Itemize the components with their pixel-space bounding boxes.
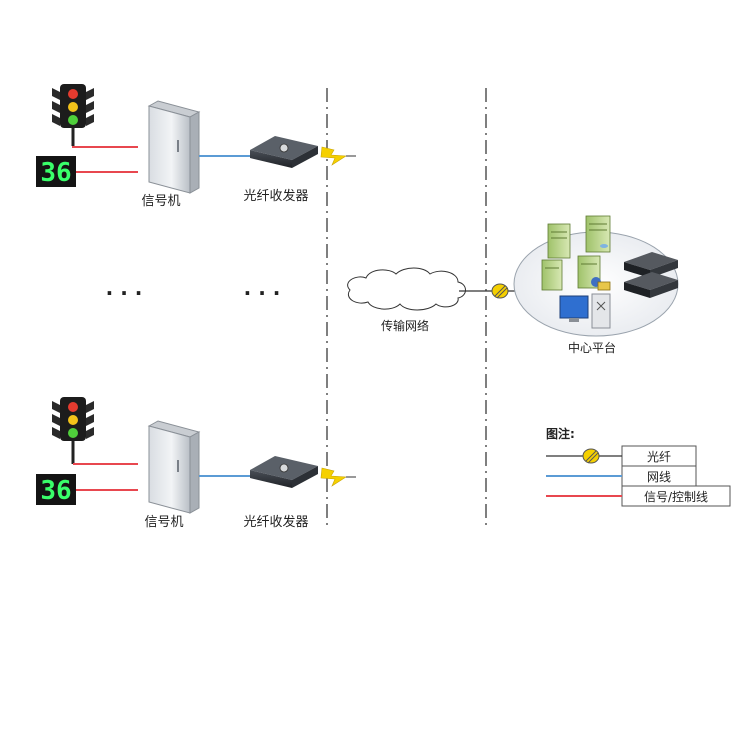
site-top: 36 信号机 光纤收发器 — [36, 84, 356, 209]
network-label: 传输网络 — [381, 318, 429, 333]
signal-line — [72, 146, 138, 148]
countdown-digits: 36 — [40, 476, 71, 506]
transceiver-label: 光纤收发器 — [243, 514, 308, 530]
countdown-digits: 36 — [40, 158, 71, 188]
server-icon — [541, 259, 563, 291]
countdown-display-icon: 36 — [36, 156, 76, 188]
legend-item-signal: 信号/控制线 — [644, 490, 708, 504]
traffic-light-icon — [52, 397, 94, 464]
legend-title: 图注: — [546, 426, 575, 441]
server-icon — [577, 255, 601, 289]
ellipsis-right: · · · — [244, 281, 281, 305]
fiber-transceiver-icon — [250, 456, 318, 488]
legend-item-network: 网线 — [647, 470, 671, 484]
lightning-icon — [320, 146, 347, 166]
workstation-icon — [559, 281, 611, 329]
ellipsis-left: · · · — [106, 281, 143, 305]
network-cloud-icon — [347, 267, 466, 311]
center-label: 中心平台 — [568, 340, 616, 355]
fiber-connector-icon — [491, 283, 509, 299]
server-icon — [585, 215, 611, 253]
signal-cabinet-icon — [147, 100, 201, 194]
legend-item-fiber: 光纤 — [647, 450, 671, 464]
traffic-light-icon — [52, 84, 94, 146]
signal-cabinet-icon — [147, 420, 201, 514]
fiber-connector-icon — [582, 448, 600, 464]
lightning-icon — [320, 467, 347, 487]
server-icon — [547, 223, 571, 259]
fiber-transceiver-icon — [250, 136, 318, 168]
countdown-display-icon: 36 — [36, 474, 76, 506]
transceiver-label: 光纤收发器 — [243, 188, 308, 204]
legend: 图注: 光纤 网线 信号/控制线 — [546, 426, 731, 507]
signal-machine-label: 信号机 — [144, 515, 183, 530]
signal-machine-label: 信号机 — [141, 194, 180, 209]
switch-icon — [624, 252, 678, 278]
site-bottom: 36 信号机 光纤收发器 — [36, 397, 356, 530]
switch-icon — [624, 272, 678, 298]
center-platform: 中心平台 — [513, 215, 679, 355]
